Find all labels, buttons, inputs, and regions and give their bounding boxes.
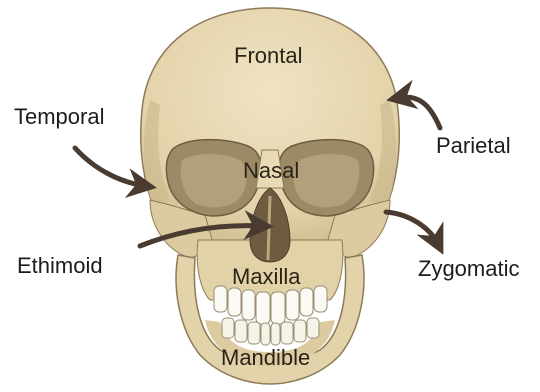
temporal-arrow <box>75 148 145 186</box>
label-ethmoid: Ethimoid <box>17 255 103 277</box>
label-maxilla: Maxilla <box>232 266 300 288</box>
parietal-arrow <box>398 97 440 128</box>
orbit-right-inner <box>293 154 359 207</box>
label-parietal: Parietal <box>436 135 511 157</box>
nasal-septum <box>268 196 270 260</box>
zygomatic-arrow <box>386 212 438 244</box>
label-frontal: Frontal <box>234 45 302 67</box>
label-temporal: Temporal <box>14 106 104 128</box>
lower-teeth <box>222 318 319 345</box>
orbit-left-inner <box>181 154 247 207</box>
label-zygomatic: Zygomatic <box>418 258 519 280</box>
label-nasal: Nasal <box>243 160 299 182</box>
label-mandible: Mandible <box>221 347 310 369</box>
